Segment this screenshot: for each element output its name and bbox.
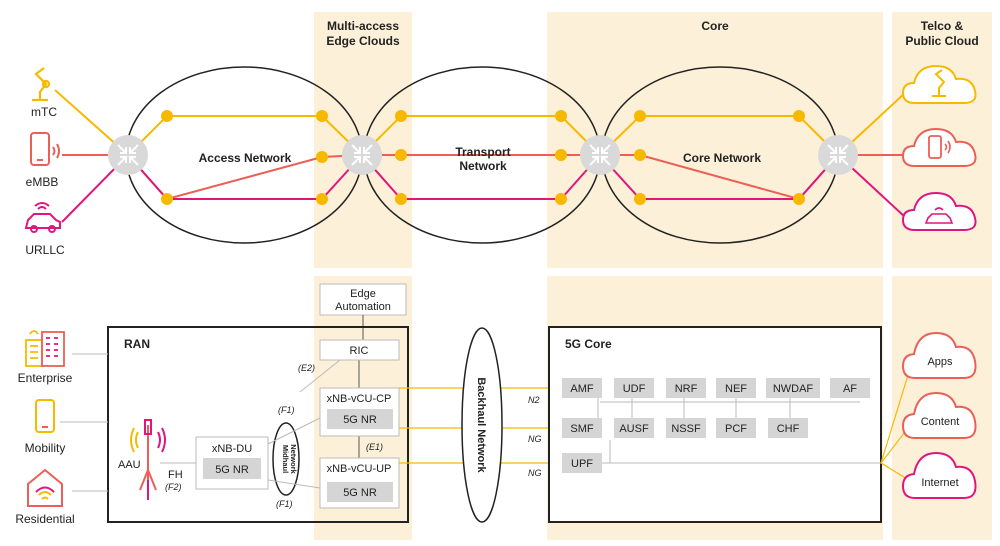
source-label-enterprise: Enterprise [18,371,73,385]
device-label-mtc: mTC [31,105,57,119]
interface-ng-label-2: NG [528,468,542,478]
ran-title: RAN [124,337,150,351]
core-yellow-path [599,115,839,156]
nf-box: AMF [562,378,602,398]
source-label-mobility: Mobility [25,441,66,455]
cloud-label-apps: Apps [927,356,953,368]
nf-box: NSSF [666,418,706,438]
svg-text:NSSF: NSSF [671,423,701,435]
xnb-vcu-up-label: xNB-vCU-UP [327,463,392,475]
nf-box: CHF [768,418,808,438]
aau-label: AAU [118,459,141,471]
nf-box: AUSF [614,418,654,438]
antenna-icon [130,419,166,500]
nf-box: PCF [716,418,756,438]
nf-box: NRF [666,378,706,398]
5g-core-title: 5G Core [565,337,612,351]
device-label-embb: eMBB [26,175,59,189]
telco-header-line1: Telco & [921,19,964,33]
smartphone-icon [35,399,55,433]
robot-arm-icon [32,67,51,102]
svg-text:AMF: AMF [570,383,594,395]
cloud-icon: Content [901,391,977,439]
access-yellow-path [127,115,363,156]
edge-automation-label-1: Edge [350,288,376,300]
nf-box: UDF [614,378,654,398]
office-building-icon [25,330,65,367]
access-network-label: Access Network [199,151,292,165]
house-icon [27,468,63,507]
nf-box: UPF [562,453,602,473]
f1-label-top: (F1) [278,405,295,415]
transport-network-label-2: Network [459,159,507,173]
midhaul-label-2: Network [289,444,298,474]
f1-label-bottom: (F1) [276,499,293,509]
xnb-vcu-up-nr-label: 5G NR [343,487,377,499]
fh-label: FH [168,469,183,481]
cloud-label-content: Content [921,416,960,428]
xnb-du-label: xNB-DU [212,443,252,455]
svg-text:PCF: PCF [725,423,747,435]
ric-label: RIC [350,345,369,357]
device-label-urllc: URLLC [25,243,65,257]
midhaul-network-ellipse [272,422,300,496]
svg-text:NRF: NRF [675,383,698,395]
router-icon [580,135,620,175]
backhaul-network-label: Backhaul Network [475,377,487,473]
router-icon [818,135,858,175]
router-icon [342,135,382,175]
5g-core-box [548,326,882,523]
svg-text:CHF: CHF [777,423,800,435]
interface-ng-label-1: NG [528,434,542,444]
midhaul-label-1: Midhaul [281,445,290,473]
path-nodes [161,110,805,205]
cloud-label-internet: Internet [921,477,958,489]
e2-label: (E2) [298,363,315,373]
svg-text:UDF: UDF [623,383,646,395]
e1-label: (E1) [366,442,383,452]
xnb-vcu-cp-nr-label: 5G NR [343,414,377,426]
svg-text:NWDAF: NWDAF [773,383,814,395]
xnb-vcu-cp-label: xNB-vCU-CP [327,393,392,405]
cloud-icon: Internet [901,451,977,499]
smartphone-icon [30,132,60,166]
cloud-icon [901,127,977,167]
transport-magenta-path [361,154,601,200]
f2-label: (F2) [165,482,182,492]
svg-text:AF: AF [843,383,857,395]
svg-text:SMF: SMF [570,423,594,435]
nf-box: AF [830,378,870,398]
source-label-residential: Residential [15,512,74,526]
ran-box [107,326,409,523]
cloud-icon: Apps [901,331,977,379]
svg-text:AUSF: AUSF [619,423,649,435]
access-magenta-path [127,154,363,200]
mec-header-line2: Edge Clouds [326,34,400,48]
transport-network-label-1: Transport [455,145,510,159]
edge-automation-box [319,283,407,316]
ric-box [319,339,400,361]
cloud-icon [901,191,977,231]
nf-box: NWDAF [766,378,820,398]
svg-text:UPF: UPF [571,458,593,470]
nf-box: NEF [716,378,756,398]
edge-automation-label-2: Automation [335,301,391,313]
cloud-icon [901,64,977,104]
core-network-label: Core Network [683,151,761,165]
xnb-du-nr-label: 5G NR [215,464,249,476]
backhaul-network-ellipse [461,327,503,523]
router-icon [108,135,148,175]
interface-n2-label: N2 [528,395,540,405]
core-header: Core [701,19,729,33]
svg-text:NEF: NEF [725,383,747,395]
connected-car-icon [24,202,61,233]
core-magenta-path [599,154,839,200]
nf-box: SMF [562,418,602,438]
mec-header-line1: Multi-access [327,19,399,33]
telco-header-line2: Public Cloud [905,34,978,48]
transport-yellow-path [361,115,601,156]
